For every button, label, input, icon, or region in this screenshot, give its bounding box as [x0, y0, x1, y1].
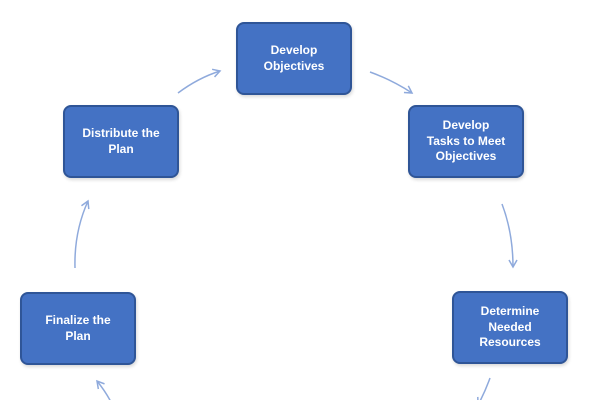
node-distribute-plan: Distribute the Plan — [63, 105, 179, 178]
node-finalize-plan: Finalize the Plan — [20, 292, 136, 365]
node-determine-resources: Determine Needed Resources — [452, 291, 568, 364]
arrow-objectives-to-tasks — [369, 71, 414, 94]
arrow-resources-to-next — [477, 377, 491, 400]
arrow-distribute-to-objectives — [177, 68, 222, 94]
arrow-prev-to-finalize — [96, 379, 111, 400]
arrow-finalize-to-distribute — [74, 199, 90, 269]
node-develop-tasks: Develop Tasks to Meet Objectives — [408, 105, 524, 178]
arrow-tasks-to-resources — [501, 203, 518, 269]
node-develop-objectives: Develop Objectives — [236, 22, 352, 95]
